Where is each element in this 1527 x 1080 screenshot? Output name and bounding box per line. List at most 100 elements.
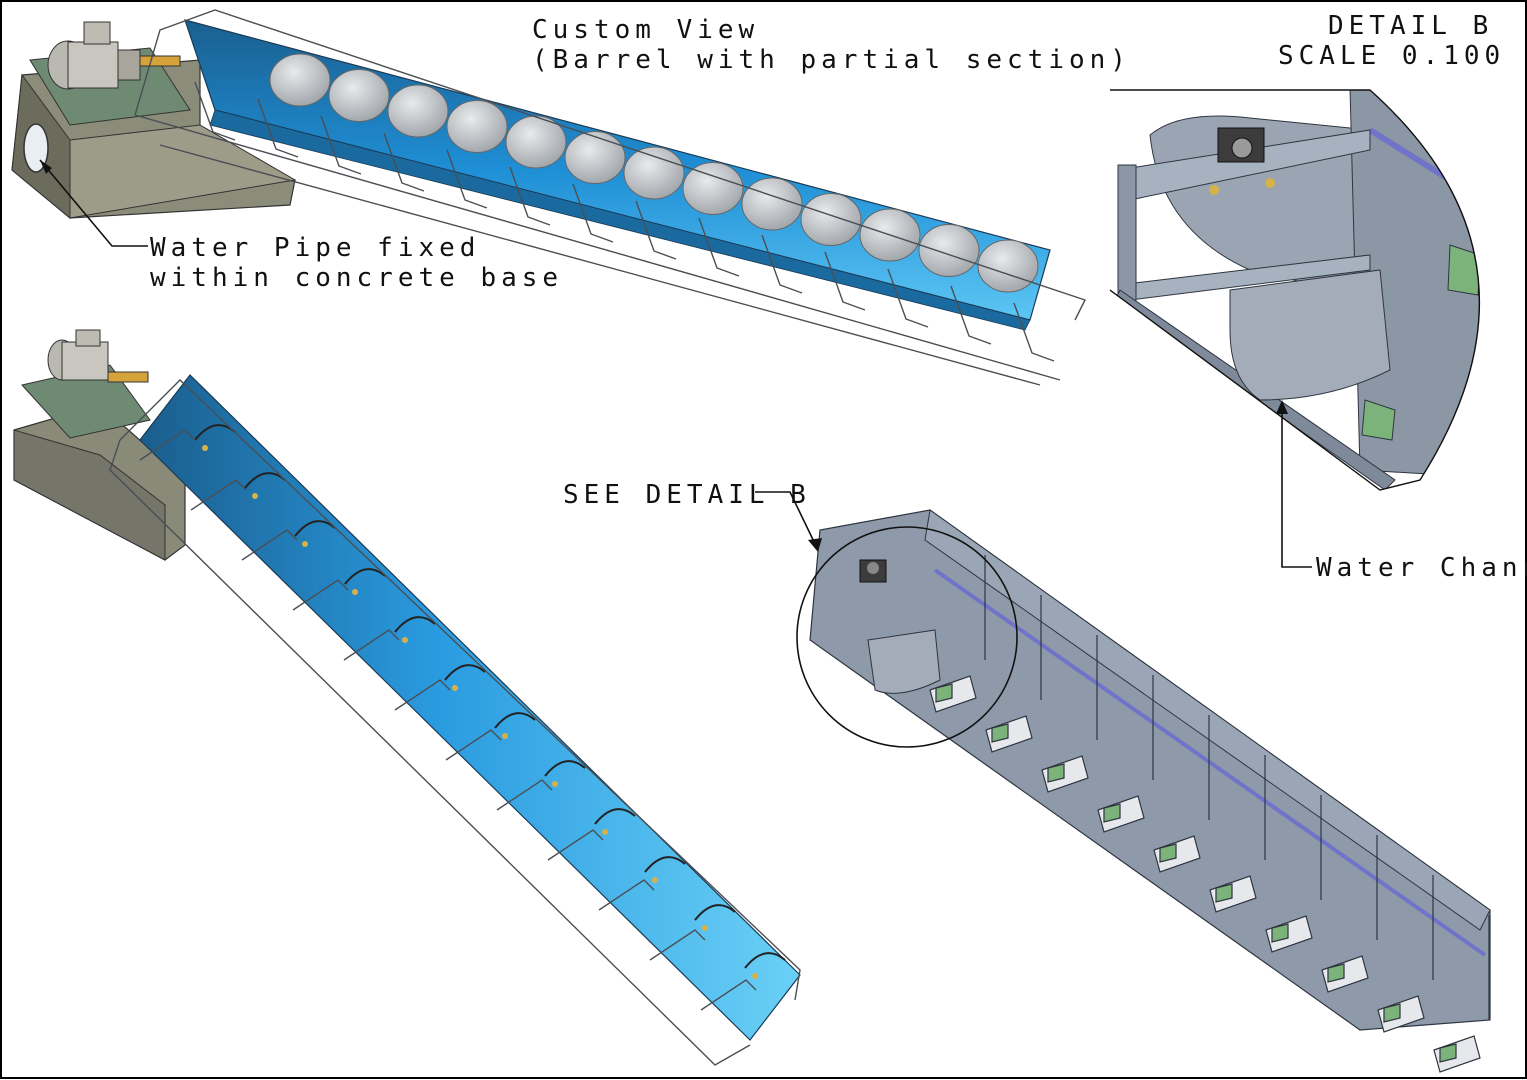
screw-flight [444, 664, 486, 681]
frame-post [320, 115, 362, 175]
left-assembly-view [13, 329, 801, 1066]
frame-bay [985, 715, 1033, 753]
bearing-pad [1271, 923, 1289, 943]
leader-line [39, 159, 148, 247]
frame-lower-rail [159, 144, 1041, 386]
bearing-pad [1215, 883, 1233, 903]
bearing-bolt [702, 925, 708, 931]
view-title-line2: (Barrel with partial section) [532, 45, 1131, 75]
bearing-pad [1439, 1043, 1457, 1063]
frame-post [343, 629, 400, 661]
top-assembly-view [11, 9, 1086, 386]
bearing-bolt [352, 589, 358, 595]
detail-scale: SCALE 0.100 [1278, 41, 1505, 71]
screw-flight [328, 69, 390, 122]
screw-flight [387, 84, 449, 138]
screw-flight [494, 712, 536, 729]
frame-bay [1265, 915, 1313, 953]
screw-flight [294, 520, 336, 537]
bearing-bolt [302, 541, 308, 547]
frame-post [700, 979, 757, 1011]
screw-flight [977, 239, 1039, 293]
frame-bay [1433, 1035, 1481, 1073]
screw-flight [918, 224, 980, 277]
screw-flight [446, 100, 508, 153]
detail-callout: SEE DETAIL B [563, 480, 1018, 748]
frame-post [496, 779, 553, 811]
bearing-bolt [552, 781, 558, 787]
frame-post [598, 879, 655, 911]
frame-bay [1377, 995, 1425, 1033]
support-frame [109, 379, 801, 1066]
bearing [859, 559, 887, 583]
frame-post [446, 149, 488, 209]
bearing-pad [991, 723, 1009, 743]
screw-flight [694, 904, 736, 921]
screw-flight [623, 146, 685, 200]
bearing-pad [1383, 1003, 1401, 1023]
bearing-bolt [602, 829, 608, 835]
bearing-pad [1447, 244, 1480, 296]
frame-bottom-rail [109, 439, 751, 1066]
bearing [1209, 127, 1275, 195]
screw-flight [594, 808, 636, 825]
frame-post [257, 98, 299, 158]
trough-section [139, 374, 801, 1041]
screw-flight [269, 53, 331, 107]
frame-bottom-rail [134, 114, 1061, 381]
screw-flight [682, 162, 744, 215]
frame-post [824, 251, 866, 311]
frame-post [139, 429, 196, 461]
bearing-bolt [752, 973, 758, 979]
frame-bays [929, 555, 1490, 1073]
bearing-bolt [402, 637, 408, 643]
view-title: Custom View (Barrel with partial section… [532, 15, 1131, 75]
bearing-pad [1159, 843, 1177, 863]
water-channel-annotation: Water Channel [1276, 400, 1527, 583]
rail [933, 568, 1487, 957]
bearing-pad [1047, 763, 1065, 783]
water-channel-label: Water Channel [1316, 553, 1527, 583]
bearing-bolt [252, 493, 258, 499]
frame-post [445, 729, 502, 761]
frame-only-view [809, 509, 1491, 1073]
screw-flight [394, 616, 436, 633]
screw-flights [194, 424, 786, 979]
frame-post [698, 217, 740, 277]
frame-bay [1041, 755, 1089, 793]
water-pipe-opening [23, 123, 49, 173]
frame-bay [1321, 955, 1369, 993]
motor [47, 21, 181, 90]
frame-bay [1097, 795, 1145, 833]
water-pipe-label: Water Pipe fixed [150, 233, 480, 263]
frame-post [194, 81, 236, 141]
motor [47, 329, 149, 383]
water-pipe-label-2: within concrete base [150, 263, 563, 293]
bearing-pad [1361, 399, 1396, 441]
see-detail-label: SEE DETAIL B [563, 480, 811, 510]
bearing-pad [935, 683, 953, 703]
screw-flight [741, 177, 803, 231]
bearing-bolt [202, 445, 208, 451]
frame-post [635, 200, 677, 260]
support-frame [134, 9, 1086, 386]
frame-bay [929, 675, 977, 713]
frame-post [649, 929, 706, 961]
frame-bay [1209, 875, 1257, 913]
bearing-bolt [502, 733, 508, 739]
frame-bay [1153, 835, 1201, 873]
frame-post [547, 829, 604, 861]
frame-post [383, 132, 425, 192]
frame-post [572, 183, 614, 243]
frame-post [1013, 302, 1055, 362]
frame-post [394, 679, 451, 711]
frame-post [241, 529, 298, 561]
leader-line [1281, 405, 1312, 568]
screw-flight [564, 131, 626, 184]
bearing-pad [1327, 963, 1345, 983]
screw-flight [800, 193, 862, 246]
detail-boundary [1109, 89, 1481, 491]
frame-post [887, 268, 929, 328]
screw-flight [644, 856, 686, 873]
